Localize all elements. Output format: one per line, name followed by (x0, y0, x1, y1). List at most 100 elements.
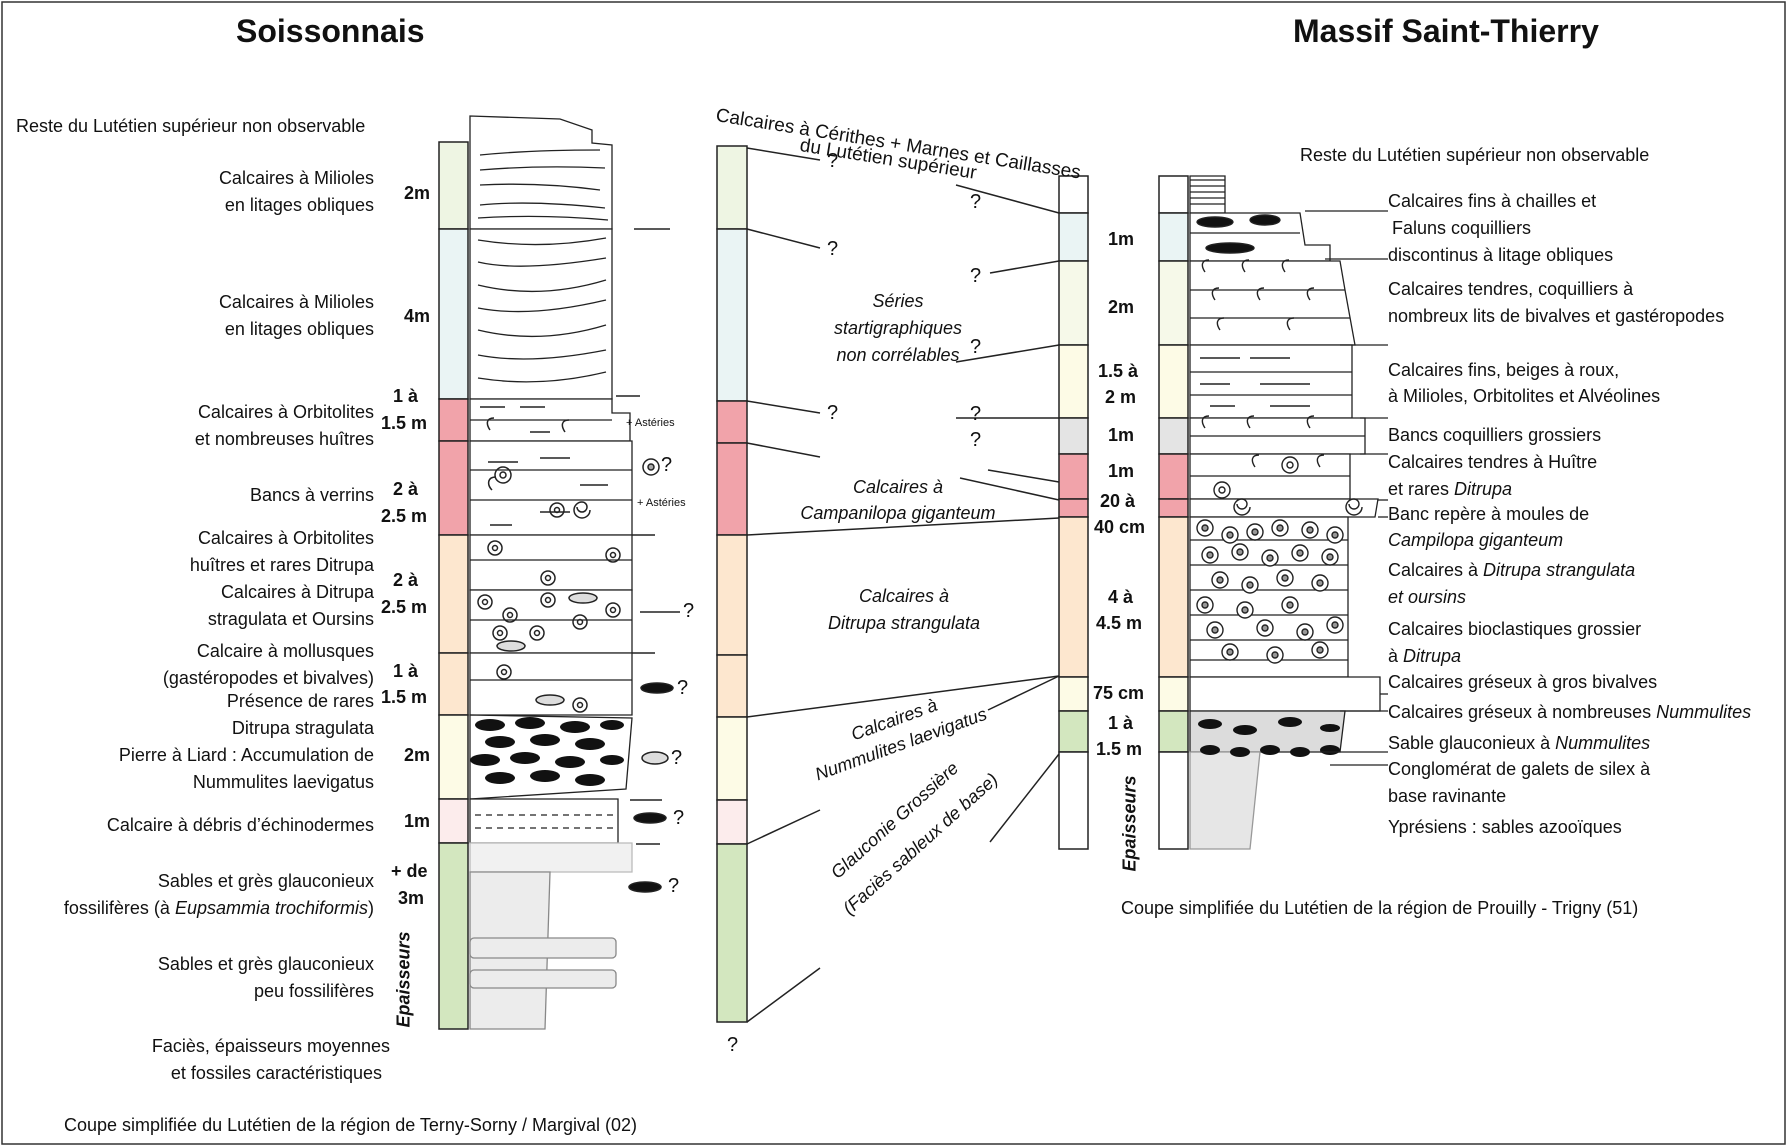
left-thickness-7: 2m (404, 742, 430, 769)
middle-series-2: startigraphiques (818, 315, 978, 342)
mid-q-8: ? (970, 401, 981, 428)
left-unit-5-line1: Calcaires à Orbitolites (198, 525, 374, 552)
right-thickness-3b: 2 m (1105, 384, 1136, 411)
left-unit-8-line1: Calcaire à débris d’échinodermes (107, 812, 374, 839)
left-legend-line1: Faciès, épaisseurs moyennes (152, 1033, 390, 1060)
right-thickness-6a: 20 à (1100, 488, 1135, 515)
middle-campanilopa-1: Calcaires à (828, 474, 968, 501)
left-thickness-2: 4m (404, 303, 430, 330)
left-unit-3-line2: et nombreuses huîtres (195, 426, 374, 453)
mid-q-4: ? (727, 1032, 738, 1059)
right-label-12: Campilopa giganteum (1388, 527, 1563, 554)
right-label-17: Calcaires gréseux à gros bivalves (1388, 669, 1657, 696)
left-q-4: ? (671, 745, 682, 772)
right-label-7: à Milioles, Orbitolites et Alvéolines (1388, 383, 1660, 410)
left-unit-9-line1: Sables et grès glauconieux (158, 868, 374, 895)
right-thickness-5: 1m (1108, 458, 1134, 485)
right-thickness-7b: 4.5 m (1096, 610, 1142, 637)
left-unit-4-line1: Bancs à verrins (250, 482, 374, 509)
right-label-16: à Ditrupa (1388, 643, 1461, 670)
left-title: Soissonnais (236, 18, 425, 45)
left-epaisseurs: Epaisseurs (391, 931, 418, 1027)
left-asteries-1: + Astéries (626, 416, 675, 430)
right-label-11: Banc repère à moules de (1388, 501, 1589, 528)
right-thickness-9a: 1 à (1108, 710, 1133, 737)
right-label-19: Sable glauconieux à Nummulites (1388, 730, 1650, 757)
left-caption: Coupe simplifiée du Lutétien de la régio… (64, 1112, 637, 1139)
left-unit-3-line1: Calcaires à Orbitolites (198, 399, 374, 426)
right-label-20: Conglomérat de galets de silex à (1388, 756, 1650, 783)
right-thickness-8: 75 cm (1093, 680, 1144, 707)
left-unit-7-line3: Nummulites laevigatus (193, 769, 374, 796)
left-thickness-3a: 1 à (393, 383, 418, 410)
left-unit-5-line2: huîtres et rares Ditrupa (190, 552, 374, 579)
left-thickness-5a: 2 à (393, 567, 418, 594)
left-unit-2-line1: Calcaires à Milioles (219, 289, 374, 316)
right-label-21: base ravinante (1388, 783, 1506, 810)
left-q-6: ? (668, 873, 679, 900)
middle-series-3: non corrélables (818, 342, 978, 369)
mid-q-5: ? (970, 189, 981, 216)
left-unit-5-line3: Calcaires à Ditrupa (221, 579, 374, 606)
right-label-2: Faluns coquilliers (1392, 215, 1531, 242)
right-top-note: Reste du Lutétien supérieur non observab… (1300, 142, 1649, 169)
left-asteries-2: + Astéries (637, 496, 686, 510)
right-label-3: discontinus à litage obliques (1388, 242, 1613, 269)
right-label-9: Calcaires tendres à Huître (1388, 449, 1597, 476)
left-unit-1-line2: en litages obliques (225, 192, 374, 219)
middle-campanilopa-2: Campanilopa giganteum (788, 500, 1008, 527)
left-thickness-1: 2m (404, 180, 430, 207)
left-unit-7-line1: Ditrupa stragulata (232, 715, 374, 742)
mid-q-9: ? (970, 427, 981, 454)
left-thickness-5b: 2.5 m (381, 594, 427, 621)
right-thickness-3a: 1.5 à (1098, 358, 1138, 385)
left-thickness-8: 1m (404, 808, 430, 835)
right-label-6: Calcaires fins, beiges à roux, (1388, 357, 1619, 384)
mid-q-2: ? (827, 236, 838, 263)
left-unit-10-line2: peu fossilifères (254, 978, 374, 1005)
left-q-5: ? (673, 805, 684, 832)
left-thickness-3b: 1.5 m (381, 410, 427, 437)
middle-ditrupa-2: Ditrupa strangulata (804, 610, 1004, 637)
middle-series-1: Séries (838, 288, 958, 315)
left-unit-7-line2: Pierre à Liard : Accumulation de (119, 742, 374, 769)
right-title: Massif Saint-Thierry (1293, 18, 1599, 45)
right-label-14: et oursins (1388, 584, 1466, 611)
right-thickness-7a: 4 à (1108, 584, 1133, 611)
right-thickness-4: 1m (1108, 422, 1134, 449)
left-thickness-6a: 1 à (393, 658, 418, 685)
left-top-note: Reste du Lutétien supérieur non observab… (16, 113, 365, 140)
left-thickness-6b: 1.5 m (381, 684, 427, 711)
right-label-4: Calcaires tendres, coquilliers à (1388, 276, 1633, 303)
right-label-1: Calcaires fins à chailles et (1388, 188, 1596, 215)
mid-q-6: ? (970, 263, 981, 290)
left-unit-5-line4: stragulata et Oursins (208, 606, 374, 633)
left-legend-line2: et fossiles caractéristiques (171, 1060, 382, 1087)
right-caption: Coupe simplifiée du Lutétien de la régio… (1121, 895, 1638, 922)
right-label-13: Calcaires à Ditrupa strangulata (1388, 557, 1635, 584)
right-thickness-1: 1m (1108, 226, 1134, 253)
right-label-10: et rares Ditrupa (1388, 476, 1512, 503)
left-unit-2-line2: en litages obliques (225, 316, 374, 343)
right-label-22: Yprésiens : sables azooïques (1388, 814, 1622, 841)
right-thickness-6b: 40 cm (1094, 514, 1145, 541)
left-unit-6-line1: Calcaire à mollusques (197, 638, 374, 665)
right-epaisseurs: Epaisseurs (1117, 775, 1144, 871)
left-unit-6-line3: Présence de rares (227, 688, 374, 715)
left-thickness-9a: + de (391, 858, 428, 885)
right-label-5: nombreux lits de bivalves et gastéropode… (1388, 303, 1724, 330)
left-unit-10-line1: Sables et grès glauconieux (158, 951, 374, 978)
middle-ditrupa-1: Calcaires à (834, 583, 974, 610)
right-thickness-9b: 1.5 m (1096, 736, 1142, 763)
left-q-1: ? (661, 452, 672, 479)
left-thickness-9b: 3m (398, 885, 424, 912)
left-q-2: ? (683, 598, 694, 625)
right-label-8: Bancs coquilliers grossiers (1388, 422, 1601, 449)
mid-q-1: ? (827, 148, 838, 175)
left-q-3: ? (677, 675, 688, 702)
right-thickness-2: 2m (1108, 294, 1134, 321)
mid-q-7: ? (970, 334, 981, 361)
left-unit-1-line1: Calcaires à Milioles (219, 165, 374, 192)
left-thickness-4b: 2.5 m (381, 503, 427, 530)
